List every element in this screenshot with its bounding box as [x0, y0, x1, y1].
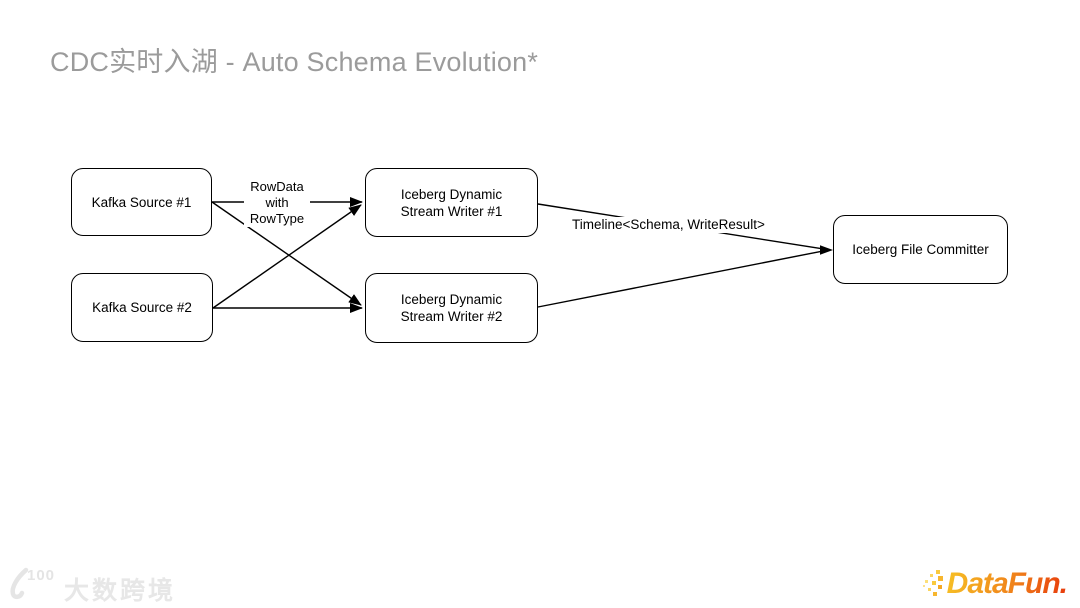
committer-arrowhead — [820, 245, 833, 255]
node-iceberg-file-committer: Iceberg File Committer — [833, 215, 1008, 284]
node-iceberg-writer-1: Iceberg Dynamic Stream Writer #1 — [365, 168, 538, 237]
watermark-swoosh-icon — [10, 567, 29, 600]
edge-writer2-committer — [537, 250, 822, 308]
node-label: Iceberg Dynamic Stream Writer #2 — [400, 292, 503, 324]
node-label: Iceberg File Committer — [852, 242, 989, 257]
edge-kafka1-writer2 — [211, 201, 362, 306]
watermark: 100 大数跨境 — [8, 566, 176, 607]
watermark-text: 大数跨境 — [64, 577, 177, 605]
page-title: CDC实时入湖 - Auto Schema Evolution* — [50, 47, 539, 77]
datafun-wordmark: DataFun. — [946, 567, 1068, 600]
edge-label-timeline: Timeline<Schema, WriteResult> — [570, 217, 767, 233]
node-kafka-source-2: Kafka Source #2 — [71, 273, 213, 342]
edge-label-rowdata: RowData with RowType — [244, 179, 310, 227]
watermark-100: 100 — [27, 567, 56, 584]
node-kafka-source-1: Kafka Source #1 — [71, 168, 212, 236]
node-iceberg-writer-2: Iceberg Dynamic Stream Writer #2 — [365, 273, 538, 343]
datafun-pixels-icon — [922, 570, 943, 596]
node-label: Kafka Source #1 — [91, 194, 192, 210]
node-label: Kafka Source #2 — [92, 300, 192, 315]
node-label: Iceberg Dynamic Stream Writer #1 — [400, 186, 503, 219]
datafun-logo: DataFun. — [922, 567, 1068, 601]
edge-kafka2-writer1 — [212, 204, 362, 309]
